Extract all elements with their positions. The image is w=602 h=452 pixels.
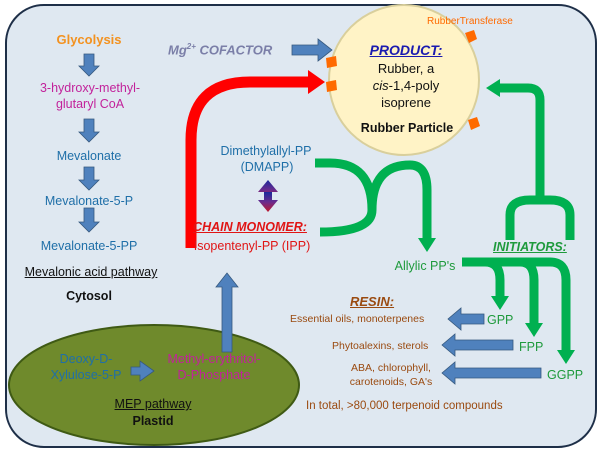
cofactor-arrow	[291, 38, 333, 62]
hmg-coa-label-line2: glutaryl CoA	[55, 97, 125, 111]
chain-monomer-arrow	[185, 70, 325, 248]
plastid-label: Plastid	[132, 414, 174, 428]
isomerase-double-arrow	[258, 180, 278, 212]
dxp-label-line1: Deoxy-D-	[59, 352, 113, 366]
initiator-arrows	[462, 83, 575, 352]
product-heading: PRODUCT:	[369, 42, 443, 58]
rubber-particle	[328, 4, 480, 156]
mep-label-line2: D-Phosphate	[177, 368, 251, 382]
dmapp-ipp-condensation-arrow	[315, 158, 432, 240]
initiators-heading: INITIATORS:	[493, 240, 567, 254]
hmg-coa-label-line1: 3-hydroxy-methyl-	[39, 81, 141, 95]
resin-arrows	[441, 307, 542, 385]
resin-heading: RESIN:	[350, 294, 395, 309]
mevalonate-label: Mevalonate	[56, 149, 122, 163]
cytosol-label: Cytosol	[66, 289, 112, 303]
phytoalexins-label: Phytoalexins, sterols	[332, 340, 429, 352]
initiator-arrowheads	[486, 79, 575, 364]
ggpp-products-line2: carotenoids, GA's	[349, 376, 433, 388]
ipp-label: Isopentenyl-PP (IPP)	[193, 239, 311, 253]
cofactor-label: Mg2+ COFACTOR	[168, 42, 273, 58]
ggpp-products-line1: ABA, chlorophyll,	[351, 362, 431, 374]
product-line2: cis-1,4-poly	[372, 78, 440, 93]
product-line3: isoprene	[381, 95, 431, 110]
fpp-label: FPP	[519, 340, 544, 354]
terpenoid-total-label: In total, >80,000 terpenoid compounds	[306, 400, 503, 412]
essential-oils-label: Essential oils, monoterpenes	[290, 313, 425, 325]
allylic-arrowhead	[418, 238, 436, 252]
gpp-label: GPP	[487, 313, 514, 327]
mep-pathway-title: MEP pathway	[114, 397, 192, 411]
dxp-label-line2: Xylulose-5-P	[50, 368, 122, 382]
glycolysis-label: Glycolysis	[56, 32, 122, 47]
mevalonic-pathway-title: Mevalonic acid pathway	[24, 265, 158, 279]
mevalonate-5p-label: Mevalonate-5-P	[44, 194, 134, 208]
mep-to-ipp-arrow	[215, 272, 239, 353]
plastid-compartment	[8, 324, 300, 446]
mevalonate-5pp-label: Mevalonate-5-PP	[40, 239, 138, 253]
rubber-transferase-markers	[326, 30, 480, 130]
product-line1: Rubber, a	[377, 61, 435, 76]
mep-label-line1: Methyl-erythritol-	[167, 352, 261, 366]
dmapp-label-line2: (DMAPP)	[240, 160, 294, 174]
rubber-particle-label: Rubber Particle	[360, 121, 454, 135]
allylic-pp-label: Allylic PP's	[394, 259, 456, 273]
rubber-transferase-label: RubberTransferase	[427, 16, 513, 27]
dmapp-label-line1: Dimethylallyl-PP	[220, 144, 312, 158]
mevalonate-arrows	[78, 53, 100, 233]
ggpp-label: GGPP	[547, 368, 584, 382]
dxp-to-mep-arrow	[130, 360, 155, 382]
chain-monomer-heading: CHAIN MONOMER:	[193, 220, 307, 234]
